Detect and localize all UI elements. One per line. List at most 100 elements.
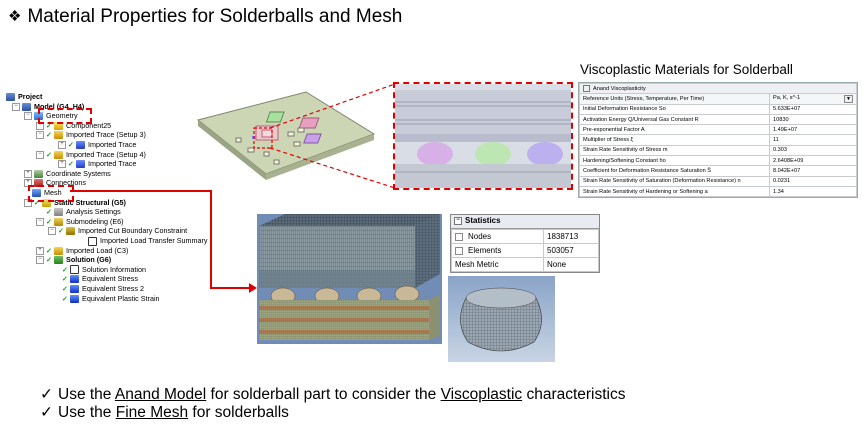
anand-properties-table: Anand Viscoplasticity Reference Units (S…: [578, 82, 858, 199]
tree-item-imported-cut-boundary[interactable]: −✓Imported Cut Boundary Constraint: [48, 226, 187, 236]
tree-item-imported-trace-setup4[interactable]: −✓Imported Trace (Setup 4): [36, 150, 146, 160]
expand-icon[interactable]: +: [58, 160, 66, 169]
check-icon: ✓: [62, 264, 69, 274]
fine-mesh-link[interactable]: Fine Mesh: [115, 404, 189, 421]
table-row[interactable]: Strain Rate Sensitivity of Saturation (D…: [579, 175, 857, 187]
collapse-icon[interactable]: −: [36, 256, 44, 265]
tree-item-equivalent-plastic-strain[interactable]: ✓Equivalent Plastic Strain: [62, 293, 160, 303]
collapse-icon[interactable]: −: [36, 131, 44, 140]
viscoplastic-title: Viscoplastic Materials for Solderball: [580, 62, 793, 77]
expand-icon[interactable]: +: [36, 246, 44, 255]
table-header-row[interactable]: Anand Viscoplasticity: [579, 82, 857, 95]
collapse-icon[interactable]: −: [48, 227, 56, 236]
check-icon: ✓: [68, 140, 75, 149]
mesh-block-view[interactable]: [257, 214, 442, 344]
tree-item-imported-load-transfer[interactable]: Imported Load Transfer Summary: [88, 236, 207, 246]
check-icon: ✓: [46, 255, 53, 265]
trace-icon: [76, 141, 86, 150]
collapse-icon[interactable]: [583, 85, 590, 93]
expand-icon[interactable]: +: [58, 141, 66, 150]
tree-item-imported-trace-setup3[interactable]: −✓Imported Trace (Setup 3): [36, 130, 146, 140]
checkbox[interactable]: [455, 246, 463, 255]
connector-line: [210, 287, 252, 289]
slide-title: ❖Material Properties for Solderballs and…: [8, 6, 402, 28]
check-icon: ✓: [46, 149, 53, 159]
submodeling-icon: [54, 217, 64, 226]
check-icon: ✓: [62, 284, 69, 293]
dropdown-arrow-icon[interactable]: ▼: [844, 94, 853, 103]
table-row[interactable]: Coefficient for Deformation Resistance S…: [579, 165, 857, 177]
collapse-icon[interactable]: −: [36, 217, 44, 226]
tree-item-submodeling[interactable]: −✓Submodeling (E6): [36, 217, 124, 227]
check-icon: ✓: [46, 207, 53, 217]
expand-icon[interactable]: +: [24, 169, 32, 178]
tree-item-project[interactable]: Project: [6, 92, 42, 102]
check-icon: ✓: [68, 159, 75, 169]
arrow-head-icon: [249, 283, 257, 293]
check-icon: ✓: [62, 293, 69, 303]
statistics-header[interactable]: −Statistics: [451, 215, 599, 229]
result-icon: [70, 294, 80, 303]
mesh-highlight-box: [28, 185, 74, 202]
folder-icon: [54, 131, 64, 140]
imported-cut-icon: [66, 227, 76, 236]
check-icon: ✓: [46, 120, 53, 130]
check-icon: ✓: [46, 216, 53, 226]
tree-item-imported-load[interactable]: +✓Imported Load (C3): [36, 246, 128, 256]
solution-icon: [54, 256, 64, 265]
tree-item-solution-information[interactable]: ✓Solution Information: [62, 264, 146, 275]
table-row[interactable]: Strain Rate Sensitivity of Hardening or …: [579, 185, 857, 198]
collapse-icon[interactable]: −: [24, 112, 32, 121]
bullet-fine-mesh: ✓Use the Fine Mesh for solderballs: [40, 404, 289, 421]
tree-item-equivalent-stress[interactable]: ✓Equivalent Stress: [62, 274, 138, 284]
information-icon: [70, 265, 80, 275]
check-icon: ✓: [62, 274, 69, 284]
result-icon: [70, 285, 80, 294]
tree-item-equivalent-stress-2[interactable]: ✓Equivalent Stress 2: [62, 284, 144, 294]
tree-item-coordinate-systems[interactable]: +Coordinate Systems: [24, 169, 111, 179]
checkbox[interactable]: [455, 232, 463, 241]
collapse-icon[interactable]: −: [36, 150, 44, 159]
project-icon: [6, 93, 15, 102]
check-icon: ✓: [34, 197, 41, 207]
table-row[interactable]: Activation Energy Q/Universal Gas Consta…: [579, 113, 857, 126]
table-row[interactable]: Reference Units (Stress, Temperature, Pe…: [579, 93, 857, 105]
tree-item-model[interactable]: −Model (G4, H4): [12, 102, 84, 112]
anand-header-label: Anand Viscoplasticity: [593, 86, 646, 93]
solderball-mesh-view[interactable]: [448, 276, 555, 362]
tree-item-mesh[interactable]: Mesh: [32, 188, 62, 198]
anand-model-link[interactable]: Anand Model: [114, 386, 207, 403]
tree-item-analysis-settings[interactable]: ✓Analysis Settings: [46, 207, 121, 217]
check-icon: ✓: [40, 404, 53, 421]
viscoplastic-link[interactable]: Viscoplastic: [440, 386, 523, 403]
trace-icon: [76, 160, 86, 169]
check-icon: ✓: [40, 386, 53, 403]
diamond-bullet-icon: ❖: [8, 8, 22, 25]
connector-line: [210, 190, 212, 288]
collapse-icon[interactable]: −: [12, 102, 20, 111]
connections-icon: [34, 179, 43, 188]
summary-icon: [88, 236, 97, 246]
tree-item-solution[interactable]: −✓Solution (G6): [36, 255, 111, 265]
collapse-icon[interactable]: −: [454, 216, 462, 225]
tree-item-imported-trace-2[interactable]: +✓Imported Trace: [58, 159, 136, 169]
analysis-settings-icon: [54, 208, 64, 217]
outline-tree: Project −Model (G4, H4) −Geometry +✓Comp…: [6, 92, 226, 312]
zoomed-solderball-view[interactable]: [393, 82, 573, 190]
check-icon: ✓: [46, 130, 53, 140]
bullet-anand-model: ✓Use the Anand Model for solderball part…: [40, 386, 626, 403]
static-structural-icon: [42, 198, 52, 207]
tree-item-imported-trace[interactable]: +✓Imported Trace: [58, 140, 136, 150]
pcb-model-view[interactable]: [196, 82, 376, 192]
geometry-highlight-box: [38, 108, 92, 124]
result-icon: [70, 275, 80, 284]
